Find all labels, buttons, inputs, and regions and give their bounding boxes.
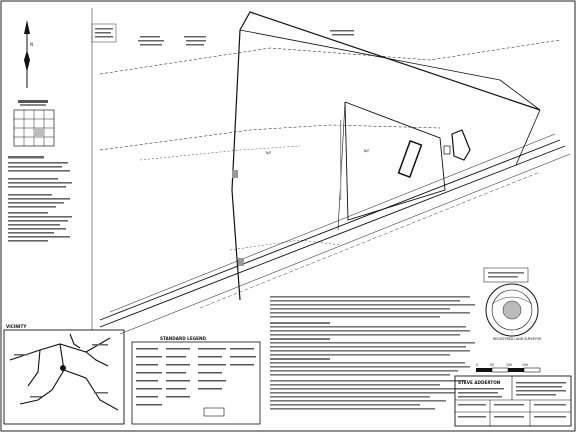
scale-tick: 50 xyxy=(490,363,494,367)
road-right-of-way xyxy=(99,133,571,335)
section-grid-key xyxy=(13,100,55,147)
parcel-label: N/F xyxy=(266,151,271,155)
survey-notes-block xyxy=(8,156,72,242)
building-footprint xyxy=(397,140,423,178)
top-left-label-block xyxy=(91,23,354,46)
general-notes-text xyxy=(270,296,475,410)
scale-tick: 150 xyxy=(522,363,528,367)
surveyor-seal: REGISTERED LAND SURVEYOR xyxy=(485,283,542,341)
vicinity-map: VICINITY xyxy=(3,324,125,425)
vicinity-title: VICINITY xyxy=(6,324,27,329)
property-boundaries xyxy=(99,11,561,301)
structures xyxy=(397,129,471,178)
title-block: STEVE ADDERTON xyxy=(454,375,572,427)
building-footprint xyxy=(451,129,471,161)
tree-line xyxy=(232,120,342,266)
surveyor-name: STEVE ADDERTON xyxy=(458,380,501,385)
parcel-labels: N/F N/F xyxy=(266,149,369,155)
north-arrow: N xyxy=(24,20,33,88)
parcel-label: N/F xyxy=(364,149,369,153)
seal-text: REGISTERED LAND SURVEYOR xyxy=(493,337,542,341)
north-arrow-label: N xyxy=(30,42,33,47)
scale-tick: 100 xyxy=(506,363,512,367)
scale-bar: 0 50 100 150 xyxy=(476,363,541,373)
standard-legend: STANDARD LEGEND xyxy=(131,336,261,425)
scale-tick: 0 xyxy=(476,363,478,367)
stamp-block xyxy=(483,267,529,283)
legend-title: STANDARD LEGEND xyxy=(160,336,206,341)
